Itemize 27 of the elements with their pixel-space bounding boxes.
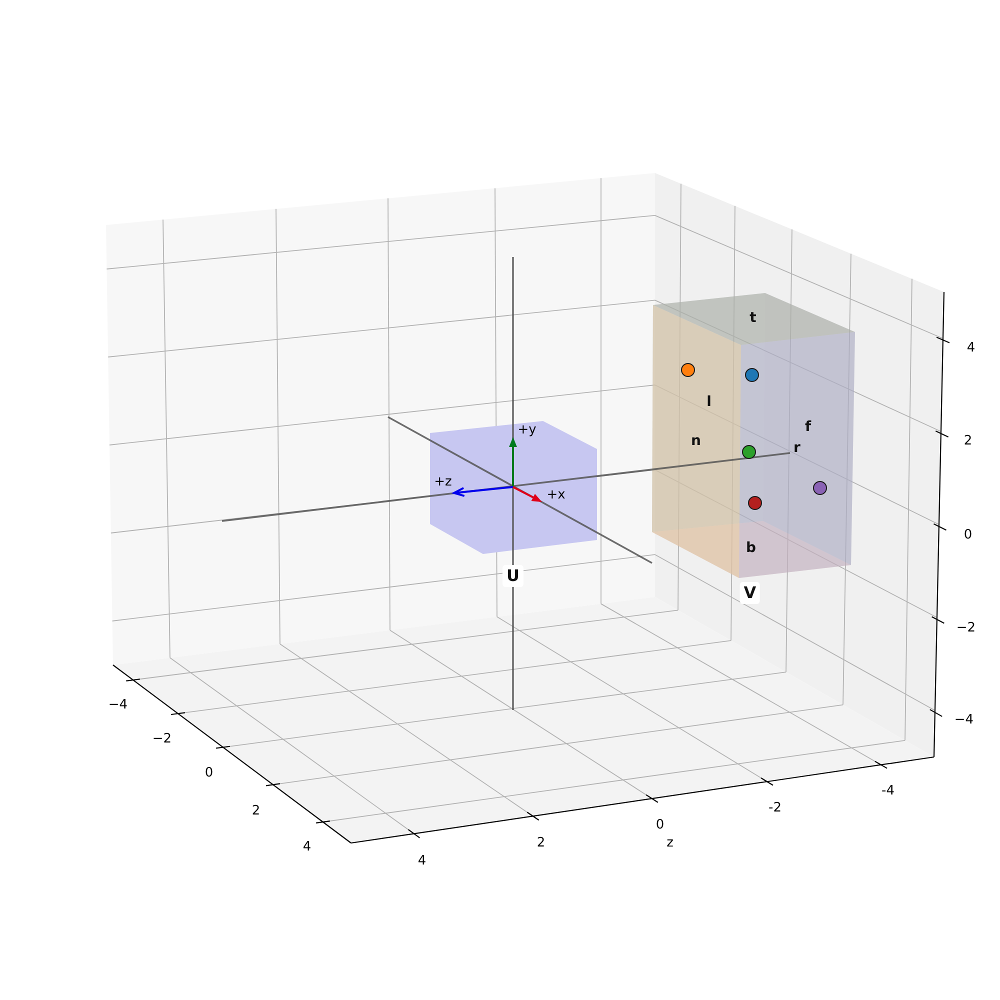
tick-label: 0 bbox=[656, 818, 664, 832]
face-label: t bbox=[750, 311, 756, 325]
tick-label: 0 bbox=[964, 528, 972, 542]
arrow-label: +z bbox=[434, 476, 452, 488]
face-label: r bbox=[794, 441, 800, 455]
axis-label: z bbox=[666, 836, 674, 850]
tick-label: 2 bbox=[536, 836, 546, 850]
arrow-label: +x bbox=[546, 488, 566, 502]
tick-label: −2 bbox=[152, 732, 172, 746]
tick-label: −4 bbox=[108, 698, 128, 712]
arrow-label: +y bbox=[518, 424, 536, 436]
tick-label: 4 bbox=[418, 854, 426, 868]
tick-label: 0 bbox=[204, 766, 214, 780]
tick-label: -2 bbox=[768, 802, 782, 814]
tick-label: -4 bbox=[882, 784, 894, 798]
face-label: f bbox=[804, 420, 812, 434]
tick-label: 2 bbox=[964, 434, 972, 448]
box-label: V bbox=[740, 582, 760, 604]
tick-label: 4 bbox=[966, 342, 976, 354]
tick-label: −4 bbox=[954, 714, 974, 726]
face-label: b bbox=[746, 541, 756, 555]
face-label: n bbox=[691, 434, 701, 448]
tick-label: −2 bbox=[956, 622, 976, 634]
tick-label: 4 bbox=[302, 840, 312, 854]
face-label: l bbox=[706, 395, 712, 409]
cube-label: U bbox=[502, 565, 524, 587]
tick-label: 2 bbox=[252, 804, 260, 818]
